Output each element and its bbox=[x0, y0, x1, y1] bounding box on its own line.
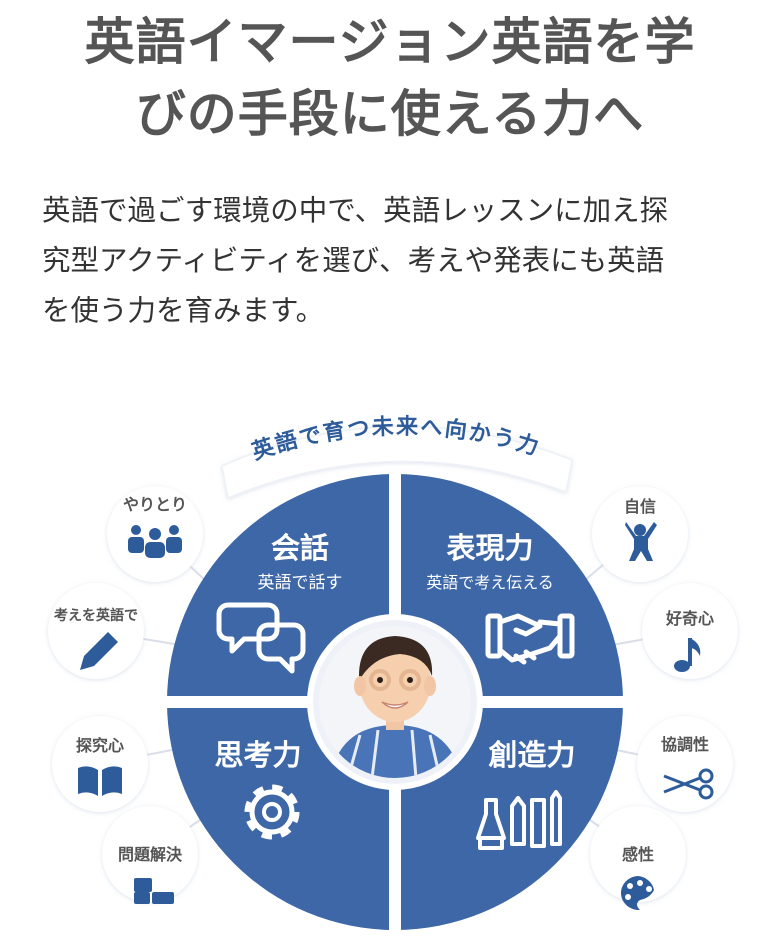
satellite-curiosity: 好奇心 bbox=[642, 583, 738, 679]
music-note-icon bbox=[674, 638, 701, 672]
satellite-label-interaction: やりとり bbox=[123, 495, 187, 514]
handshake-icon bbox=[485, 613, 575, 665]
cheering-person-icon bbox=[625, 522, 657, 561]
description-line-1: 英語で過ごす環境の中で、英語レッスンに加え探 bbox=[42, 194, 669, 227]
satellite-confidence: 自信 bbox=[592, 486, 688, 582]
people-icon bbox=[128, 525, 182, 558]
quadrant-title-conversation: 会話 bbox=[271, 531, 329, 565]
satellite-cooperation: 協調性 bbox=[637, 716, 733, 812]
headline-line-1: 英語イマージョン英語を学 bbox=[84, 13, 696, 71]
book-icon bbox=[78, 766, 122, 796]
blocks-icon bbox=[134, 878, 174, 904]
skills-diagram: 英語で育つ未来へ向かう力 会話 英語で話す 表現力 英語で考え伝える 思考力 創… bbox=[48, 415, 738, 930]
satellite-label-curiosity: 好奇心 bbox=[665, 609, 714, 628]
quadrant-title-creativity: 創造力 bbox=[488, 738, 575, 772]
quadrant-subtitle-expression: 英語で考え伝える bbox=[426, 573, 554, 592]
gear-icon bbox=[244, 784, 300, 840]
satellite-inquiry: 探究心 bbox=[52, 716, 148, 812]
satellite-label-cooperation: 協調性 bbox=[661, 735, 709, 754]
satellite-sensitivity: 感性 bbox=[590, 806, 686, 911]
scissors-icon bbox=[663, 768, 714, 800]
pencil-icon bbox=[80, 632, 118, 670]
satellite-interaction: やりとり bbox=[107, 486, 203, 582]
headline-line-2: びの手段に使える力へ bbox=[135, 85, 645, 143]
satellite-label-sensitivity: 感性 bbox=[622, 845, 654, 864]
palette-icon bbox=[620, 876, 654, 911]
satellite-label-inquiry: 探究心 bbox=[76, 736, 124, 755]
art-tools-icon bbox=[476, 790, 562, 850]
quadrant-title-expression: 表現力 bbox=[446, 531, 533, 565]
page-headline: 英語イマージョン英語を学 びの手段に使える力へ bbox=[0, 6, 780, 150]
description-paragraph: 英語で過ごす環境の中で、英語レッスンに加え探 究型アクティビティを選び、考えや発… bbox=[42, 186, 742, 336]
quadrant-title-thinking: 思考力 bbox=[214, 738, 301, 772]
description-line-3: を使う力を育みます。 bbox=[42, 294, 325, 327]
speech-bubbles-icon bbox=[216, 602, 306, 674]
quadrant-subtitle-conversation: 英語で話す bbox=[258, 573, 343, 593]
satellite-label-problem-solving: 問題解決 bbox=[118, 845, 183, 864]
satellite-thinking-in-english: 考えを英語で bbox=[48, 583, 144, 679]
satellite-label-confidence: 自信 bbox=[624, 497, 656, 516]
satellite-label-thinking-in-english: 考えを英語で bbox=[54, 607, 138, 624]
satellite-problem-solving: 問題解決 bbox=[102, 806, 198, 904]
center-photo bbox=[307, 614, 483, 790]
arc-banner: 英語で育つ未来へ向かう力 bbox=[221, 415, 573, 500]
description-line-2: 究型アクティビティを選び、考えや発表にも英語 bbox=[42, 244, 665, 277]
